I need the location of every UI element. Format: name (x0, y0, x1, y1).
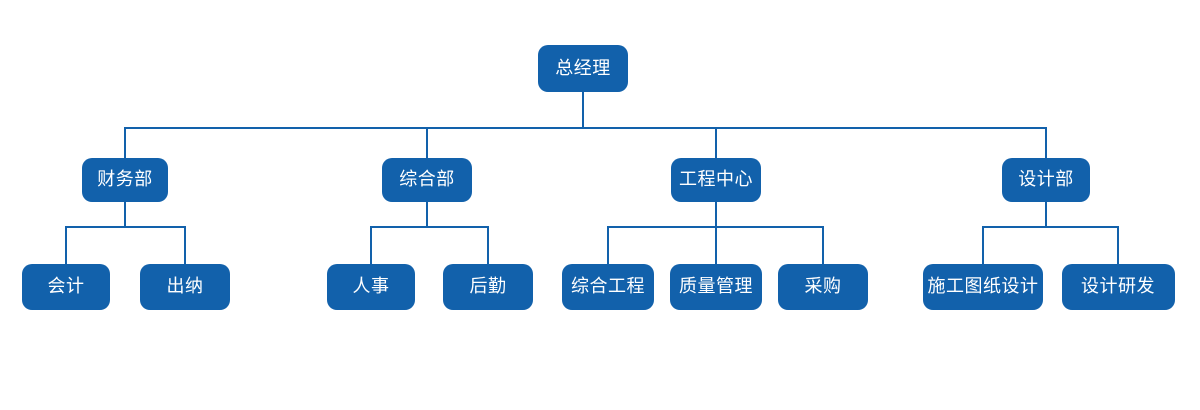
org-node-label: 采购 (804, 276, 842, 297)
org-node-label: 设计部 (1018, 169, 1074, 190)
org-node-quality-management: 质量管理 (670, 264, 762, 310)
org-node-procurement: 采购 (778, 264, 868, 310)
org-node-label: 会计 (47, 276, 85, 297)
org-node-label: 综合工程 (571, 276, 645, 297)
org-node-cashier: 出纳 (140, 264, 230, 310)
org-node-engineering-center: 工程中心 (671, 158, 761, 202)
org-node-hr: 人事 (327, 264, 415, 310)
org-node-label: 综合部 (399, 169, 455, 190)
org-node-label: 工程中心 (679, 169, 753, 190)
org-node-design-dept: 设计部 (1002, 158, 1090, 202)
org-node-label: 后勤 (469, 276, 507, 297)
org-node-label: 人事 (352, 276, 390, 297)
org-node-label: 总经理 (555, 57, 611, 79)
org-node-label: 财务部 (97, 169, 153, 190)
org-node-label: 施工图纸设计 (927, 276, 1039, 297)
org-node-design-rd: 设计研发 (1061, 264, 1175, 310)
org-node-accounting: 会计 (22, 264, 110, 310)
org-node-finance-dept: 财务部 (82, 158, 168, 202)
org-node-construction-drawing-design: 施工图纸设计 (923, 264, 1043, 310)
org-node-label: 出纳 (166, 276, 204, 297)
org-node-logistics: 后勤 (443, 264, 533, 310)
org-node-general-manager: 总经理 (538, 45, 628, 92)
org-node-admin-dept: 综合部 (382, 158, 472, 202)
org-node-general-engineering: 综合工程 (562, 264, 654, 310)
org-node-label: 设计研发 (1081, 276, 1155, 297)
org-node-label: 质量管理 (679, 276, 753, 297)
